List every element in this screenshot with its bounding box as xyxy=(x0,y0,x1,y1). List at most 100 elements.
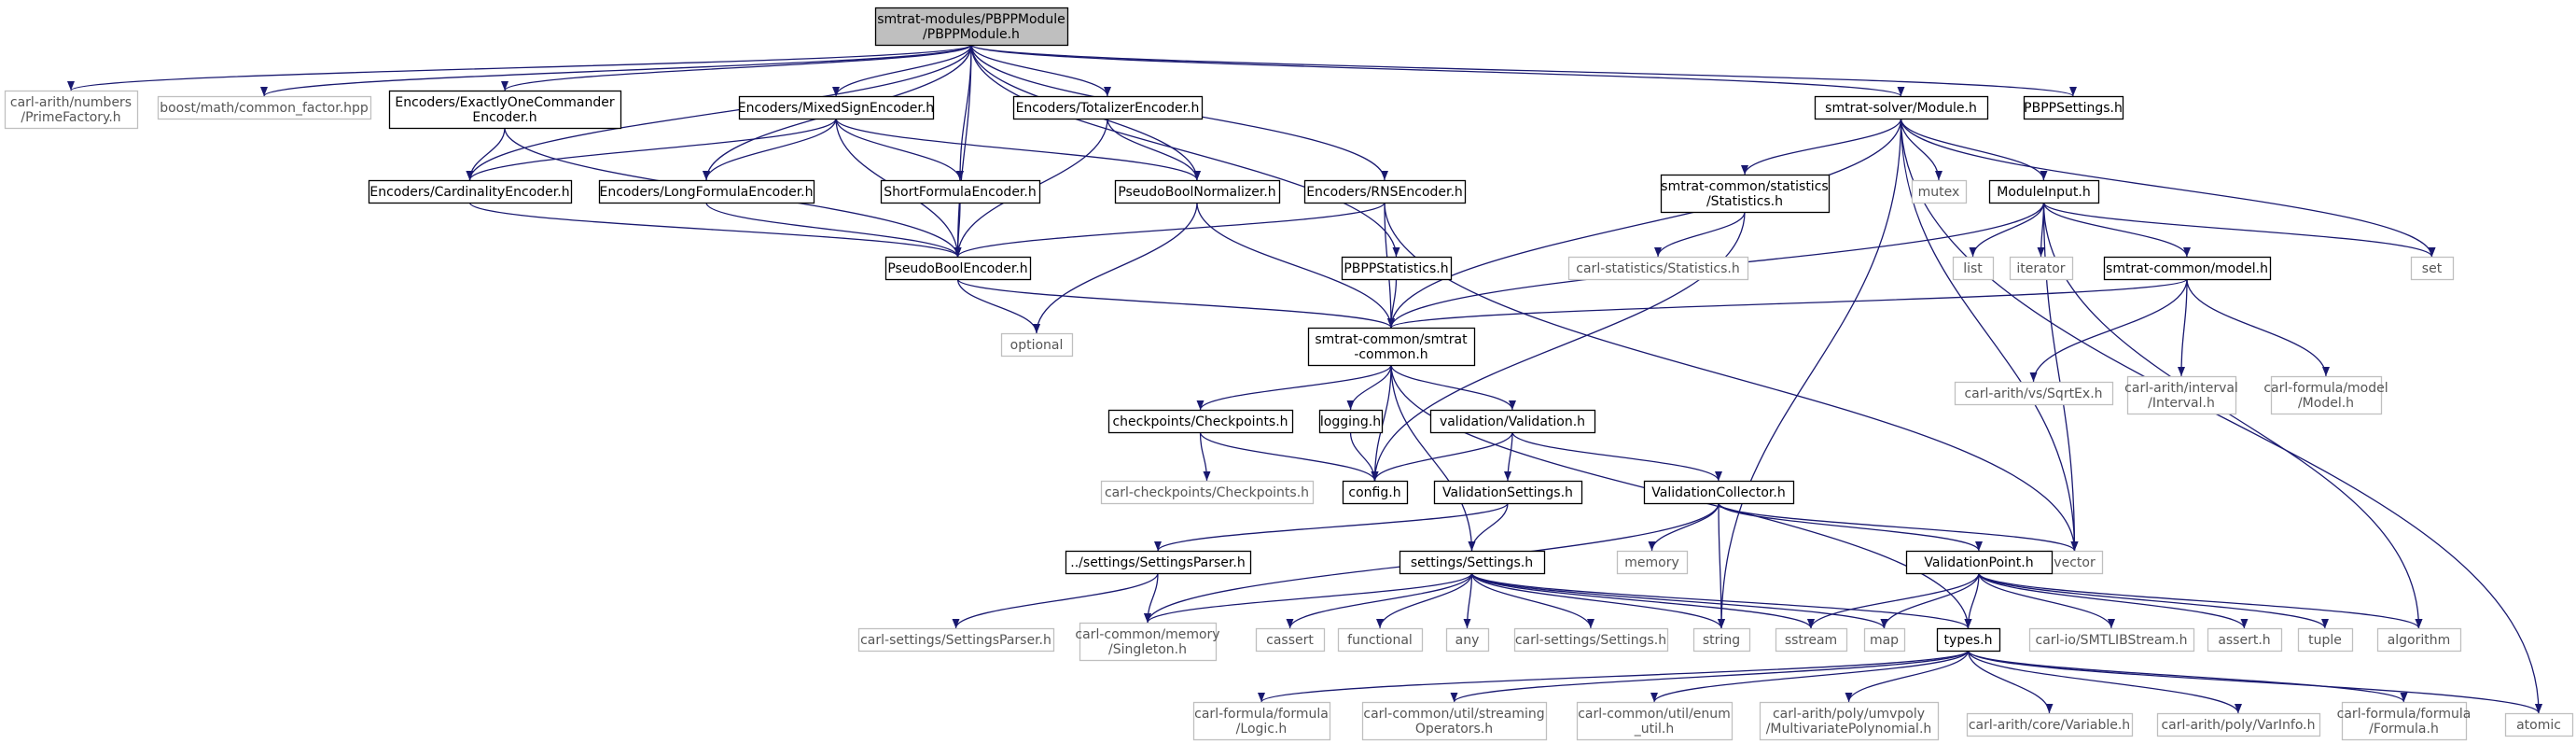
node-moduleinput[interactable]: ModuleInput.h xyxy=(1988,179,2100,204)
node-settingsparser[interactable]: ../settings/SettingsParser.h xyxy=(1065,550,1252,575)
arrowhead-module-to-moduleinput xyxy=(2040,171,2048,180)
edge-module-to-moduleinput xyxy=(1900,118,2045,181)
node-label-logic-1: /Logic.h xyxy=(1236,722,1288,737)
node-box-algorithm xyxy=(2376,627,2462,653)
node-label-statistics-1: /Statistics.h xyxy=(1706,194,1783,209)
node-mixedsign[interactable]: Encoders/MixedSignEncoder.h xyxy=(738,95,934,120)
node-label-functional-0: functional xyxy=(1347,633,1413,648)
node-types[interactable]: types.h xyxy=(1936,627,2001,653)
node-checkpoints[interactable]: checkpoints/Checkpoints.h xyxy=(1107,409,1294,434)
edge-statistics-to-carlstats xyxy=(1657,211,1746,258)
edge-types-to-logic xyxy=(1260,650,1970,703)
arrowhead-totalizer-to-normalizer xyxy=(1193,171,1201,180)
node-box-smtlibstream xyxy=(2028,627,2195,653)
node-label-formulamodel-0: carl-formula/model xyxy=(2263,381,2388,396)
node-label-interval-1: /Interval.h xyxy=(2148,396,2215,411)
arrowhead-statistics-to-carlstats xyxy=(1654,247,1662,257)
arrowhead-types-to-variable xyxy=(2045,704,2054,713)
node-pbppstats[interactable]: PBPPStatistics.h xyxy=(1341,256,1453,281)
node-validationpoint[interactable]: ValidationPoint.h xyxy=(1905,550,2054,575)
node-label-multipoly-0: carl-arith/poly/umvpoly xyxy=(1773,707,1925,722)
node-cardinality[interactable]: Encoders/CardinalityEncoder.h xyxy=(368,179,573,204)
edge-pseudobool-to-optional xyxy=(956,278,1037,334)
edge-types-to-streamingops xyxy=(1453,650,1970,703)
node-formulamodel: carl-formula/model/Model.h xyxy=(2263,375,2388,415)
node-totalizer[interactable]: Encoders/TotalizerEncoder.h xyxy=(1012,95,1204,120)
arrowhead-validationpoint-to-algorithm xyxy=(2415,619,2423,628)
node-box-any xyxy=(1445,627,1490,653)
node-box-model xyxy=(2103,256,2272,281)
node-label-carlcheckpoints-0: carl-checkpoints/Checkpoints.h xyxy=(1105,485,1309,500)
node-shortformula[interactable]: ShortFormulaEncoder.h xyxy=(880,179,1041,204)
node-label-cassert-0: cassert xyxy=(1266,633,1314,648)
node-validation[interactable]: validation/Validation.h xyxy=(1429,409,1596,434)
edge-exactlyone-to-cardinality xyxy=(468,127,506,181)
node-label-algorithm-0: algorithm xyxy=(2388,633,2451,648)
node-label-longformula-0: Encoders/LongFormulaEncoder.h xyxy=(599,185,813,200)
node-pseudobool[interactable]: PseudoBoolEncoder.h xyxy=(884,256,1032,281)
node-smtratcommon[interactable]: smtrat-common/smtrat-common.h xyxy=(1307,327,1476,367)
node-root[interactable]: smtrat-modules/PBPPModule/PBPPModule.h xyxy=(874,7,1069,47)
node-label-model-0: smtrat-common/model.h xyxy=(2106,261,2268,276)
arrowhead-types-to-varinfo xyxy=(2235,704,2242,713)
arrowhead-validationpoint-to-asserth xyxy=(2240,619,2249,628)
arrowhead-moduleinput-to-list xyxy=(1969,247,1977,257)
node-statistics[interactable]: smtrat-common/statistics/Statistics.h xyxy=(1660,174,1831,214)
node-label-types-0: types.h xyxy=(1944,633,1993,648)
arrowhead-types-to-streamingops xyxy=(1450,693,1458,702)
edge-moduleinput-to-model xyxy=(2042,202,2188,258)
node-label-set-0: set xyxy=(2422,261,2443,276)
arrowhead-model-to-smtratcommon xyxy=(1387,318,1395,328)
edge-validationpoint-to-sstream xyxy=(1810,572,1980,629)
node-settings[interactable]: settings/Settings.h xyxy=(1399,550,1546,575)
node-label-rns-0: Encoders/RNSEncoder.h xyxy=(1306,185,1463,200)
node-box-set xyxy=(2410,256,2455,281)
node-label-commonfactor-0: boost/math/common_factor.hpp xyxy=(160,101,369,116)
arrowhead-validationpoint-to-smtlibstream xyxy=(2108,619,2115,628)
node-label-shortformula-0: ShortFormulaEncoder.h xyxy=(884,185,1036,200)
edge-validationcollector-to-string xyxy=(1718,502,1722,629)
edge-settings-to-sstream xyxy=(1470,572,1812,629)
node-validationcollector[interactable]: ValidationCollector.h xyxy=(1643,480,1795,505)
node-model[interactable]: smtrat-common/model.h xyxy=(2103,256,2272,281)
node-label-mutex-0: mutex xyxy=(1918,185,1960,200)
edge-root-to-mixedsign xyxy=(835,44,972,97)
node-box-carlsettings xyxy=(1513,627,1669,653)
node-box-atomic xyxy=(2504,712,2574,737)
node-module[interactable]: smtrat-solver/Module.h xyxy=(1814,95,1989,120)
node-label-logic-0: carl-formula/formula xyxy=(1194,707,1329,722)
arrowhead-root-to-mixedsign xyxy=(832,87,840,96)
node-logging[interactable]: logging.h xyxy=(1318,409,1384,434)
node-box-streamingops xyxy=(1361,701,1548,741)
arrowhead-validationcollector-to-validationpoint xyxy=(1975,541,1983,551)
node-rns[interactable]: Encoders/RNSEncoder.h xyxy=(1303,179,1467,204)
edge-module-to-set xyxy=(1900,118,2433,258)
edge-module-to-vector xyxy=(1900,118,2076,552)
edge-root-to-commonfactor xyxy=(263,44,972,97)
edge-logging-to-config xyxy=(1349,431,1376,482)
node-box-settings xyxy=(1399,550,1546,575)
node-carlcheckpoints: carl-checkpoints/Checkpoints.h xyxy=(1100,480,1315,505)
node-pbppsettings[interactable]: PBPPSettings.h xyxy=(2023,95,2124,120)
node-label-carlstats-0: carl-statistics/Statistics.h xyxy=(1576,261,1739,276)
edge-validationsettings-to-settingsparser xyxy=(1157,502,1509,552)
node-validationsettings[interactable]: ValidationSettings.h xyxy=(1433,480,1583,505)
node-normalizer[interactable]: PseudoBoolNormalizer.h xyxy=(1114,179,1281,204)
edge-module-to-statistics xyxy=(1744,118,1902,175)
edge-model-to-sqrtex xyxy=(2032,278,2188,383)
edge-smtratcommon-to-settings xyxy=(1390,364,1473,552)
node-string: string xyxy=(1692,627,1751,653)
arrowhead-types-to-atomic xyxy=(2535,704,2542,713)
node-box-config xyxy=(1342,480,1409,505)
arrowhead-model-to-formulamodel xyxy=(2322,367,2330,376)
node-config[interactable]: config.h xyxy=(1342,480,1409,505)
edge-smtratcommon-to-validation xyxy=(1390,364,1513,411)
nodes-layer: smtrat-modules/PBPPModule/PBPPModule.h ca… xyxy=(4,7,2574,741)
node-label-asserth-0: assert.h xyxy=(2218,633,2270,648)
node-label-root-0: smtrat-modules/PBPPModule xyxy=(877,12,1065,27)
node-longformula[interactable]: Encoders/LongFormulaEncoder.h xyxy=(598,179,815,204)
node-box-memory xyxy=(1616,550,1689,575)
node-label-sstream-0: sstream xyxy=(1785,633,1837,648)
